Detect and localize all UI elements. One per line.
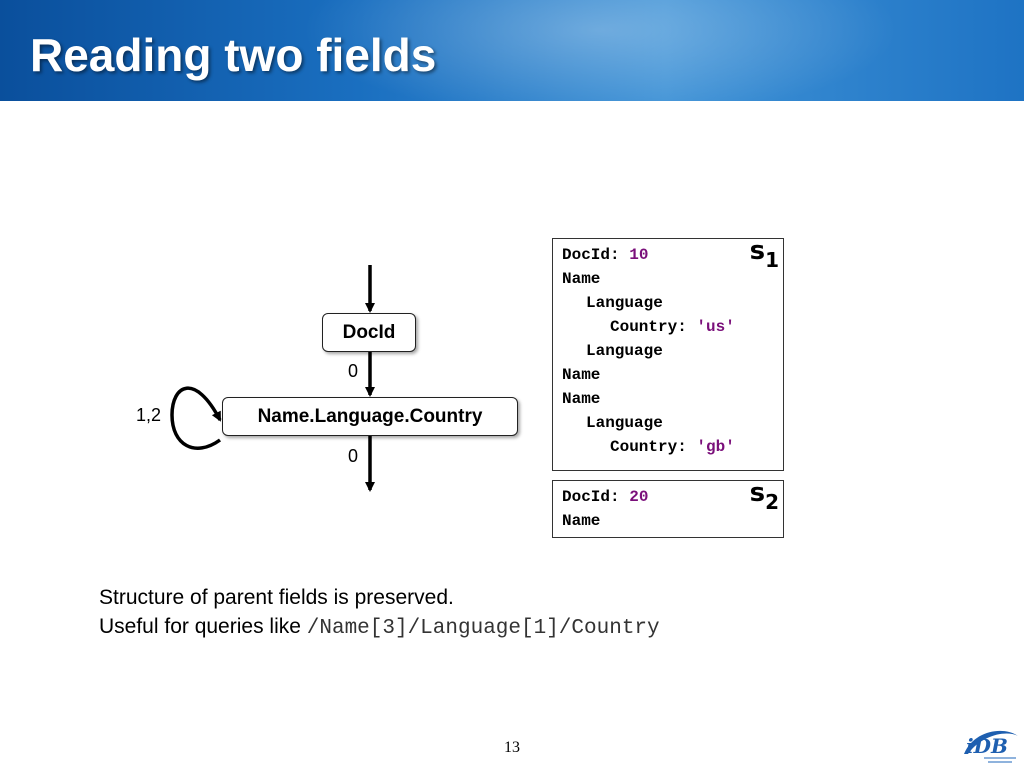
idb-logo: iDB	[964, 730, 1018, 763]
record-line: DocId: 20	[562, 485, 783, 509]
field-key: Name	[562, 512, 601, 530]
record-line: DocId: 10	[562, 243, 783, 267]
field-key: Language	[586, 414, 663, 432]
slide-title: Reading two fields	[30, 29, 437, 81]
field-key: DocId:	[562, 246, 630, 264]
field-key: Country:	[610, 318, 697, 336]
record-line: Language	[562, 291, 783, 315]
edge-label-self-loop: 1,2	[136, 405, 162, 425]
field-key: Name	[562, 270, 601, 288]
caption-line-2: Useful for queries like /Name[3]/Languag…	[99, 615, 660, 640]
record-line: Name	[562, 387, 783, 411]
field-value: 'gb'	[696, 438, 735, 456]
field-key: Name	[562, 390, 601, 408]
record-line: Language	[562, 339, 783, 363]
field-value: 10	[629, 246, 649, 264]
field-key: Language	[586, 342, 663, 360]
field-value: 20	[629, 488, 649, 506]
record-line: Country: 'us'	[562, 315, 783, 339]
record-line: Name	[562, 267, 783, 291]
docid-node: DocId	[322, 313, 416, 352]
logo-text: iDB	[966, 734, 1008, 758]
title-bar: Reading two fields	[0, 0, 1024, 101]
record-line: Country: 'gb'	[562, 435, 783, 459]
field-key: Country:	[610, 438, 697, 456]
page-number: 13	[504, 739, 520, 756]
record-line: Name	[562, 509, 783, 533]
edge-label-docid-out: 0	[348, 361, 359, 381]
field-key: Language	[586, 294, 663, 312]
query-example: /Name[3]/Language[1]/Country	[306, 617, 660, 640]
record-label: s1	[749, 236, 779, 272]
field-key: Name	[562, 366, 601, 384]
record-line: Name	[562, 363, 783, 387]
name-language-country-node: Name.Language.Country	[222, 397, 518, 436]
edge-label-field-out: 0	[348, 446, 359, 466]
caption-line-1: Structure of parent fields is preserved.	[99, 586, 454, 609]
field-key: DocId:	[562, 488, 630, 506]
field-value: 'us'	[696, 318, 735, 336]
self-loop-arrow	[170, 386, 222, 450]
record-line: Language	[562, 411, 783, 435]
record-label: s2	[749, 478, 779, 514]
